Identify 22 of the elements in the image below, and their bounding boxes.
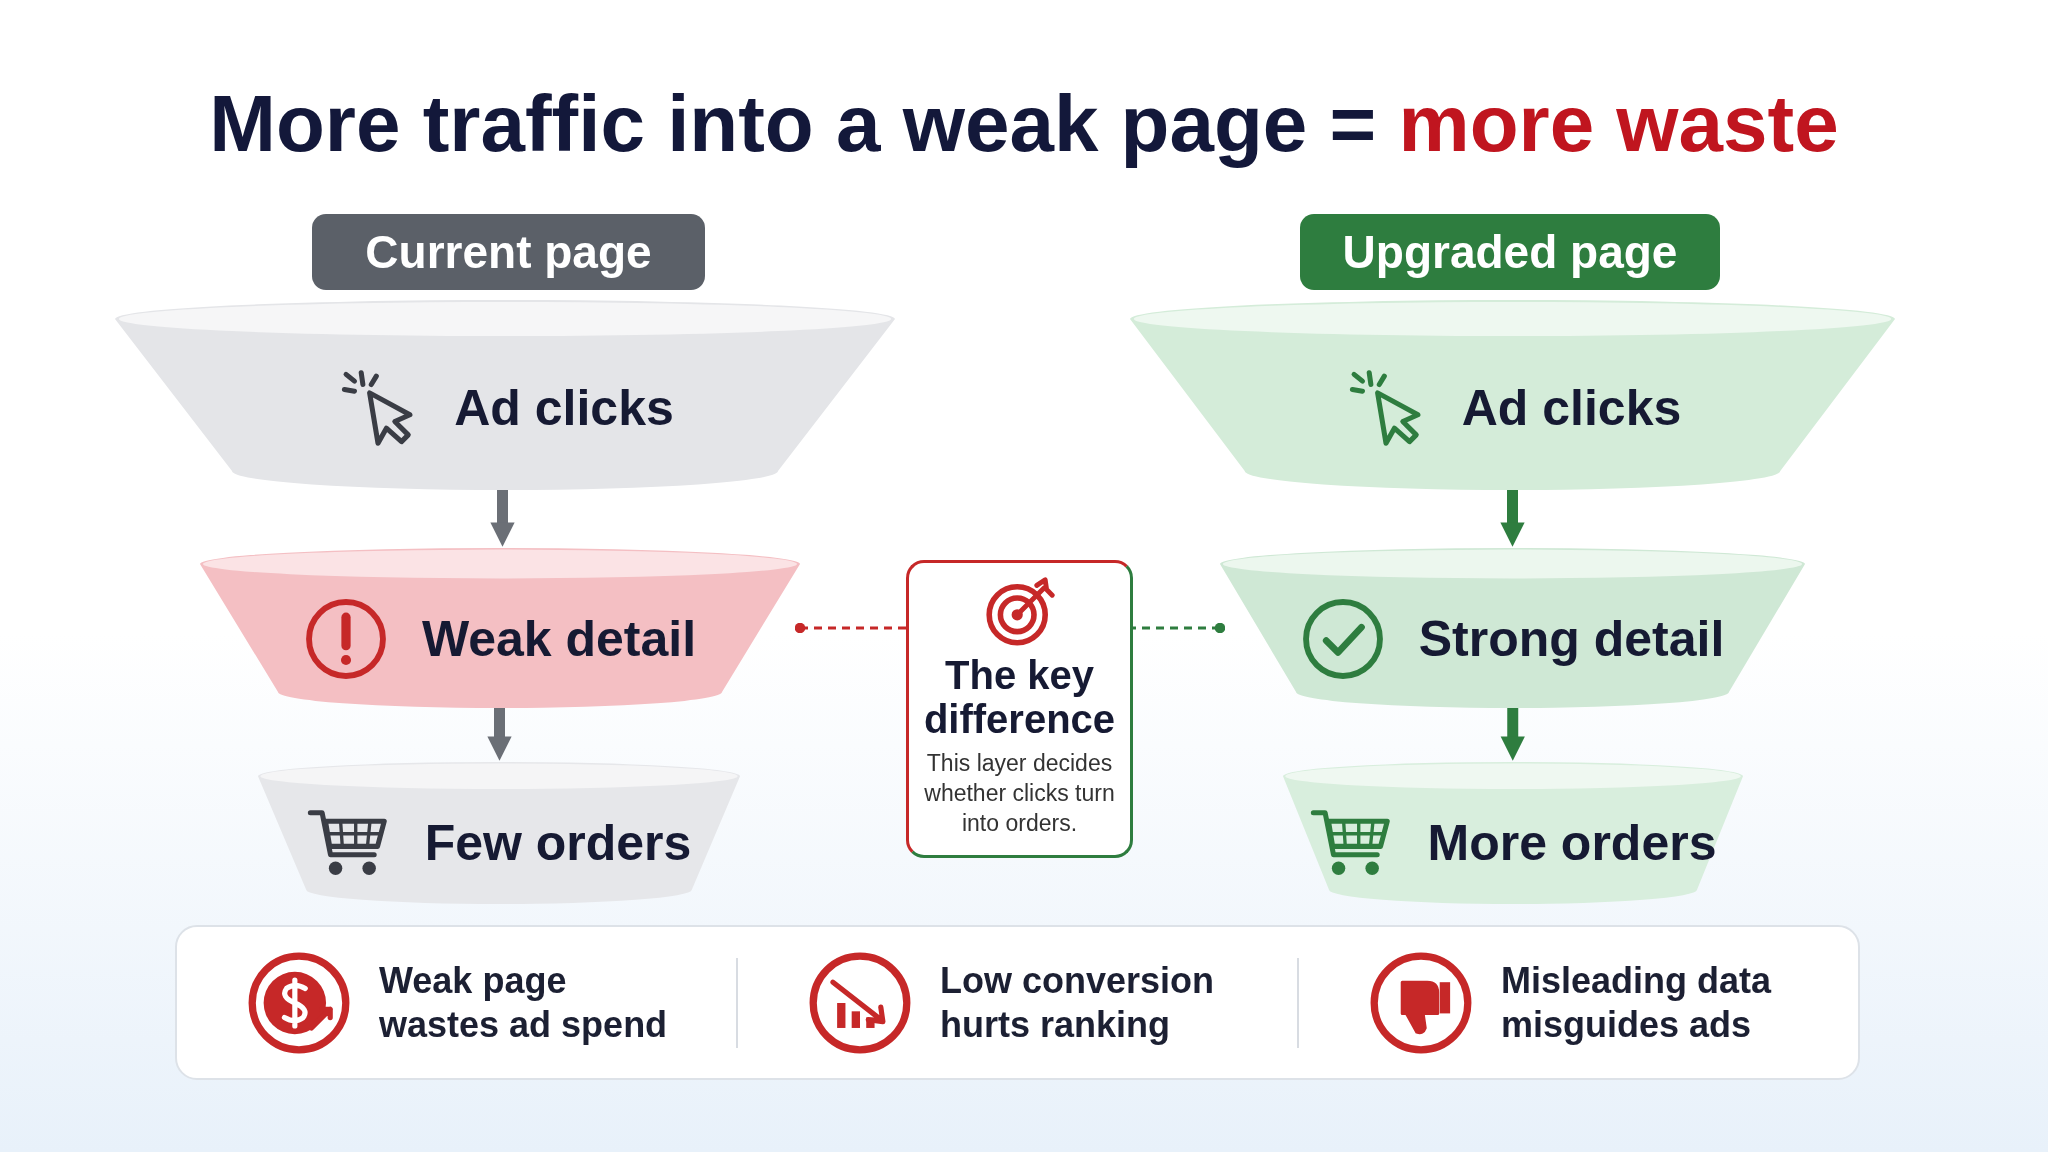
tab-label: Current page bbox=[312, 214, 705, 290]
funnel-label: More orders bbox=[1427, 813, 1717, 872]
title: More traffic into a weak page = more waste bbox=[208, 78, 1840, 170]
summary-panel bbox=[175, 925, 1860, 1080]
tab-label: Upgraded page bbox=[1300, 214, 1720, 290]
funnel-label: Strong detail bbox=[1418, 610, 1725, 669]
arrow bbox=[487, 708, 512, 761]
dashed-connector bbox=[794, 622, 906, 634]
dashed-connector bbox=[1133, 622, 1226, 634]
arrow bbox=[1500, 490, 1525, 547]
arrow bbox=[490, 490, 515, 547]
callout-heading: The key difference bbox=[922, 653, 1117, 741]
funnel-label: Ad clicks bbox=[1461, 379, 1682, 438]
funnel-label: Few orders bbox=[424, 813, 692, 872]
callout-text: This layer decides whether clicks turn into orders. bbox=[923, 749, 1116, 838]
impact-text: Misleading data misguides ads bbox=[1501, 959, 1773, 1046]
impact-text: Low conversion hurts ranking bbox=[940, 959, 1216, 1046]
funnel-label: Weak detail bbox=[421, 610, 697, 669]
funnel-label: Ad clicks bbox=[454, 379, 674, 438]
callout-card bbox=[906, 560, 1133, 858]
impact-text: Weak page wastes ad spend bbox=[379, 959, 669, 1046]
arrow bbox=[1500, 708, 1525, 761]
